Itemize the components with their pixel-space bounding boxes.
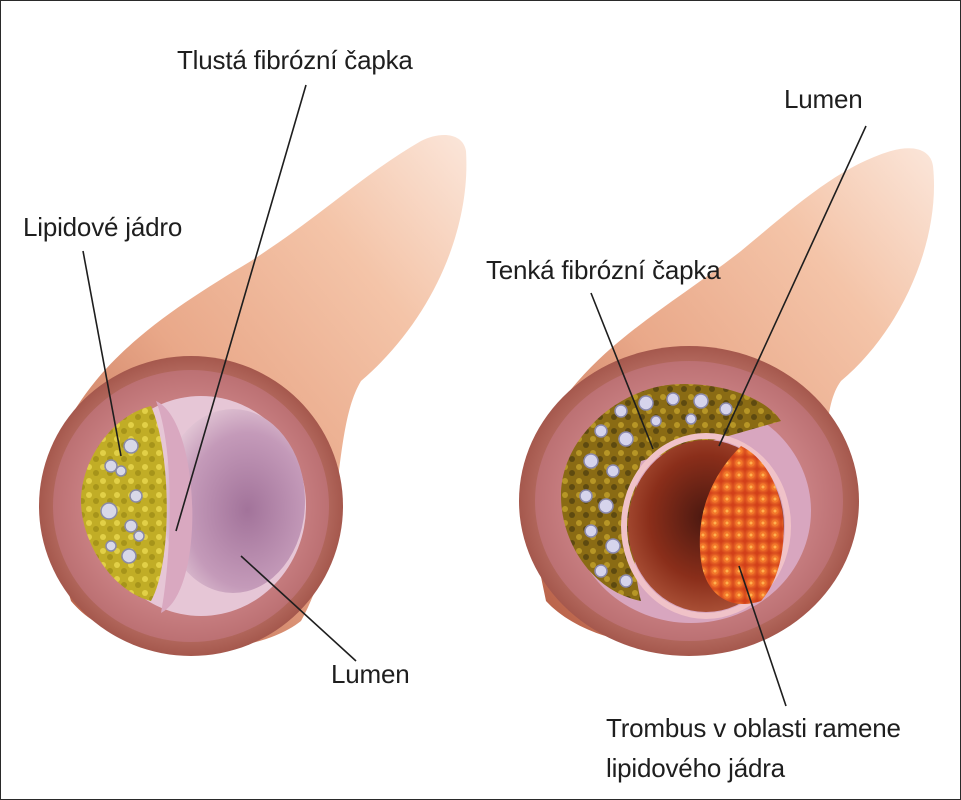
label-lumen-right: Lumen (784, 84, 863, 115)
right-artery (519, 148, 934, 656)
label-lumen-left: Lumen (331, 659, 410, 690)
label-thin-fibrous-cap: Tenká fibrózní čapka (486, 255, 720, 286)
label-thick-fibrous-cap: Tlustá fibrózní čapka (177, 45, 413, 76)
label-thrombus: Trombus v oblasti ramene lipidového jádr… (606, 708, 946, 788)
label-lipid-core: Lipidové jádro (23, 212, 182, 243)
label-thrombus-line2: lipidového jádra (606, 748, 946, 788)
label-thrombus-line1: Trombus v oblasti ramene (606, 708, 946, 748)
